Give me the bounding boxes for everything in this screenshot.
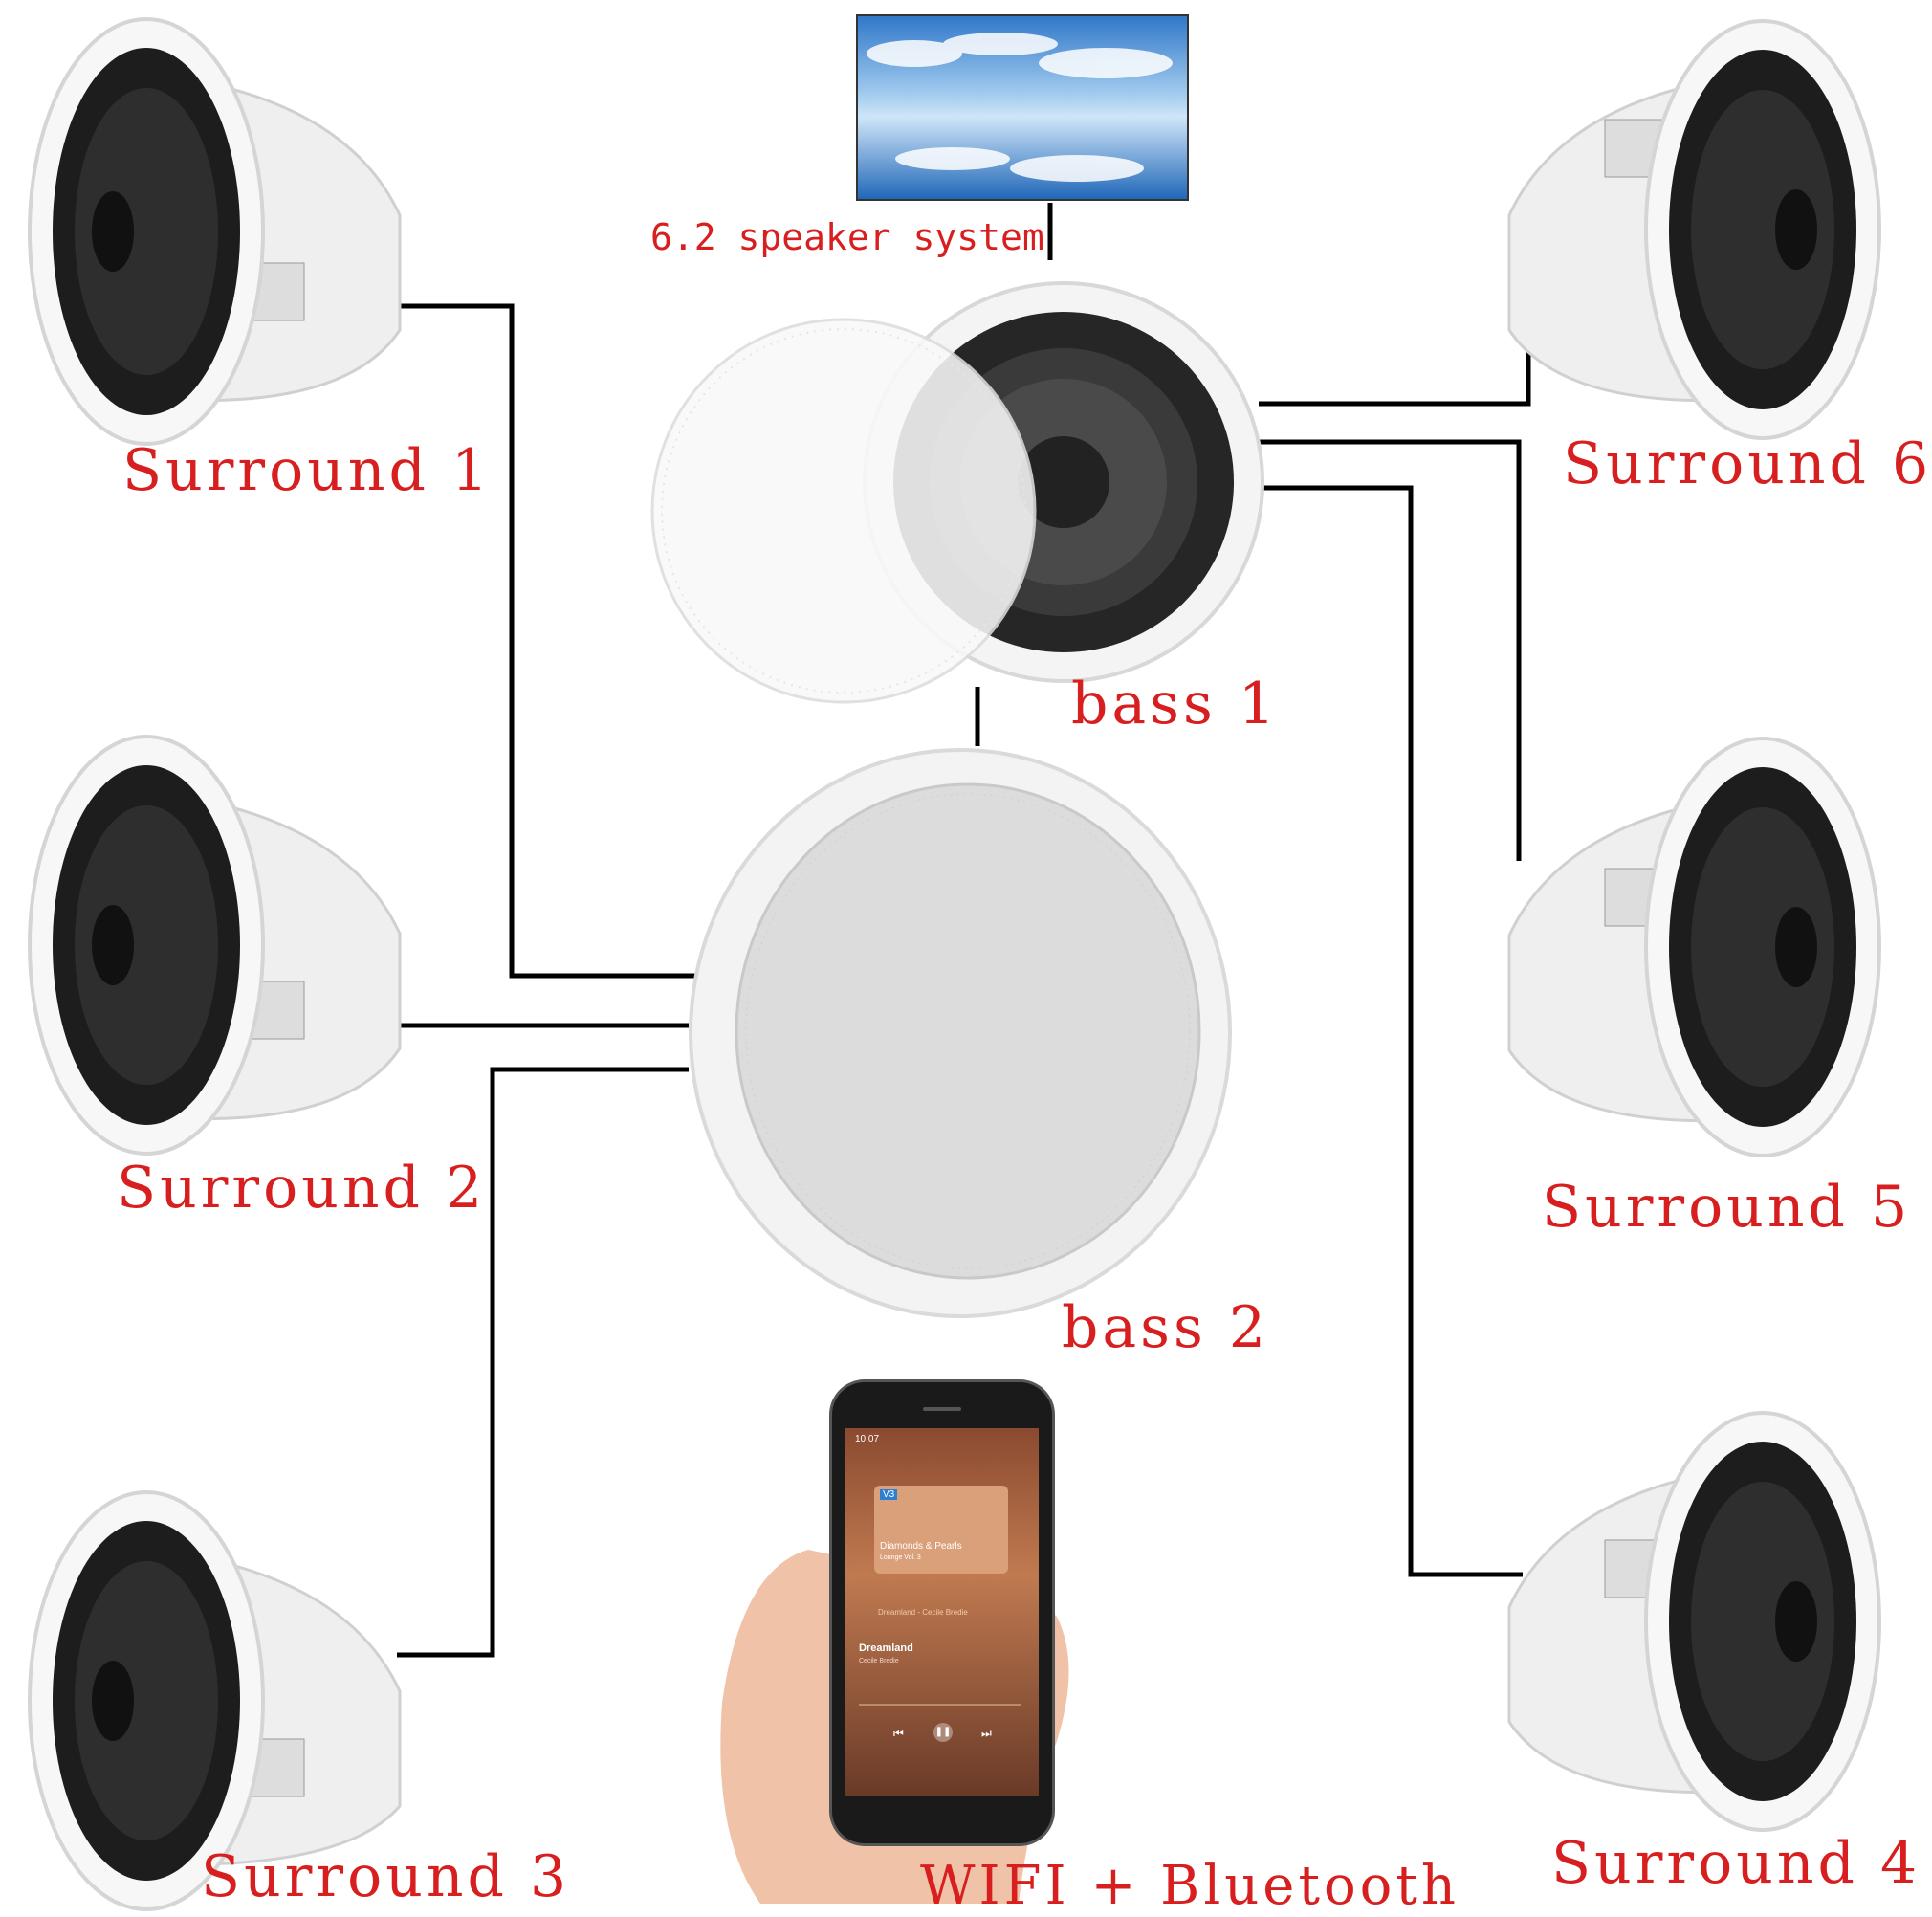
surround-6-label: Surround 6 [1563,430,1932,497]
album-badge: V3 [880,1489,898,1500]
surround-5-label: Surround 5 [1542,1174,1912,1241]
artist-name: Cecile Bredie [859,1658,899,1664]
bass-1-speaker [650,256,1264,729]
surround-5-speaker [1500,735,1882,1164]
previous-icon[interactable]: ⏮ [893,1727,904,1740]
next-icon[interactable]: ⏭ [981,1727,992,1740]
pause-icon[interactable]: ❚❚ [933,1723,953,1742]
surround-2-speaker [27,733,409,1162]
smartphone: 10:07 V3 Diamonds & Pearls Lounge Vol. 3… [832,1382,1052,1843]
progress-bar[interactable] [859,1704,1021,1706]
album-subtitle: Lounge Vol. 3 [880,1554,921,1561]
surround-1-speaker [27,14,409,446]
tv-screen [856,14,1189,201]
connectivity-label: WIFI + Bluetooth [920,1855,1460,1917]
phone-screen: 10:07 V3 Diamonds & Pearls Lounge Vol. 3… [845,1428,1039,1796]
wire-surround5 [1259,439,1522,861]
album-art: V3 Diamonds & Pearls Lounge Vol. 3 [874,1486,1008,1574]
wire-surround6 [1259,312,1531,407]
bass-2-speaker [689,746,1234,1324]
now-playing-line: Dreamland - Cecile Bredie [878,1608,968,1617]
phone-time: 10:07 [855,1434,880,1444]
phone-speaker-slot [923,1407,961,1411]
surround-4-speaker [1500,1406,1882,1836]
song-title: Dreamland [859,1642,913,1654]
album-title: Diamonds & Pearls [880,1541,962,1552]
surround-4-label: Surround 4 [1551,1830,1921,1897]
wire-surround4 [1255,485,1523,1577]
surround-6-speaker [1500,14,1882,444]
system-title: 6.2 speaker system [650,216,1044,258]
wire-surround1 [373,303,700,979]
wire-surround3 [397,1067,689,1658]
bass-2-label: bass 2 [1062,1294,1270,1361]
surround-3-speaker [27,1490,409,1911]
bass-1-label: bass 1 [1071,671,1280,738]
surround-3-label: Surround 3 [201,1843,571,1910]
surround-1-label: Surround 1 [122,437,493,504]
surround-2-label: Surround 2 [117,1155,487,1222]
